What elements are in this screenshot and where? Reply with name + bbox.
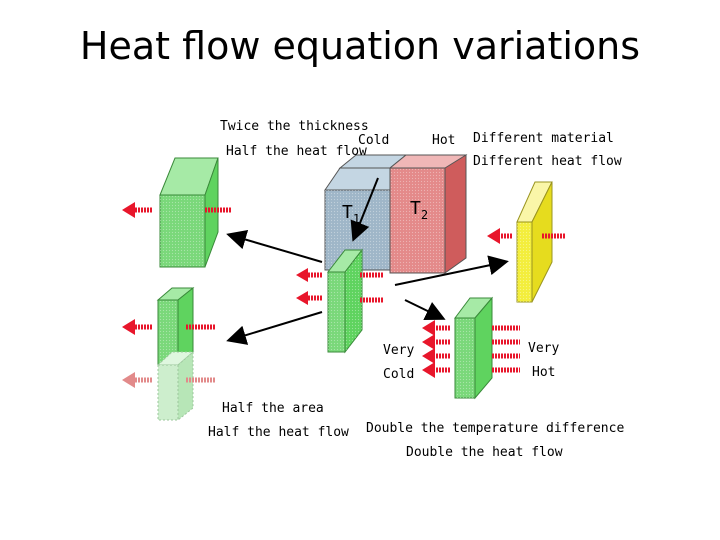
half-area-faded-slab (156, 350, 195, 422)
material-label-line2: Different heat flow (473, 154, 622, 169)
area-label-line1: Half the area (222, 401, 324, 416)
different-material-heat-arrows (487, 228, 566, 244)
very-hot-label-line2: Hot (532, 365, 555, 380)
temp-label-line2: Double the heat flow (406, 445, 563, 460)
thick-slab (159, 157, 219, 268)
thickness-label-line2: Half the heat flow (226, 144, 367, 159)
very-hot-label-line1: Very (528, 341, 559, 356)
very-cold-label-line1: Very (383, 343, 414, 358)
hot-block (388, 154, 468, 274)
pointer-arrow (350, 177, 379, 242)
thick-slab-heat-arrows (122, 202, 232, 218)
material-label-line1: Different material (473, 131, 614, 146)
temp-label-line1: Double the temperature difference (366, 421, 624, 436)
center-slab (326, 248, 364, 354)
very-cold-label-line2: Cold (383, 367, 414, 382)
cold-label: Cold (358, 133, 389, 148)
center-heat-arrows (296, 268, 384, 305)
half-area-slab (156, 286, 195, 367)
double-temp-heat-arrows (422, 320, 520, 378)
t1-label: T1 (342, 202, 360, 226)
different-material-slab (516, 181, 553, 303)
thickness-label-line1: Twice the thickness (220, 119, 369, 134)
hot-label: Hot (432, 133, 455, 148)
area-label-line2: Half the heat flow (208, 425, 349, 440)
double-temp-slab (454, 296, 494, 400)
cold-block (324, 154, 408, 271)
slide-title: Heat flow equation variations (79, 24, 641, 68)
half-area-heat-arrows (122, 319, 215, 388)
connector-arrows (226, 229, 509, 345)
t2-label: T2 (410, 198, 428, 222)
